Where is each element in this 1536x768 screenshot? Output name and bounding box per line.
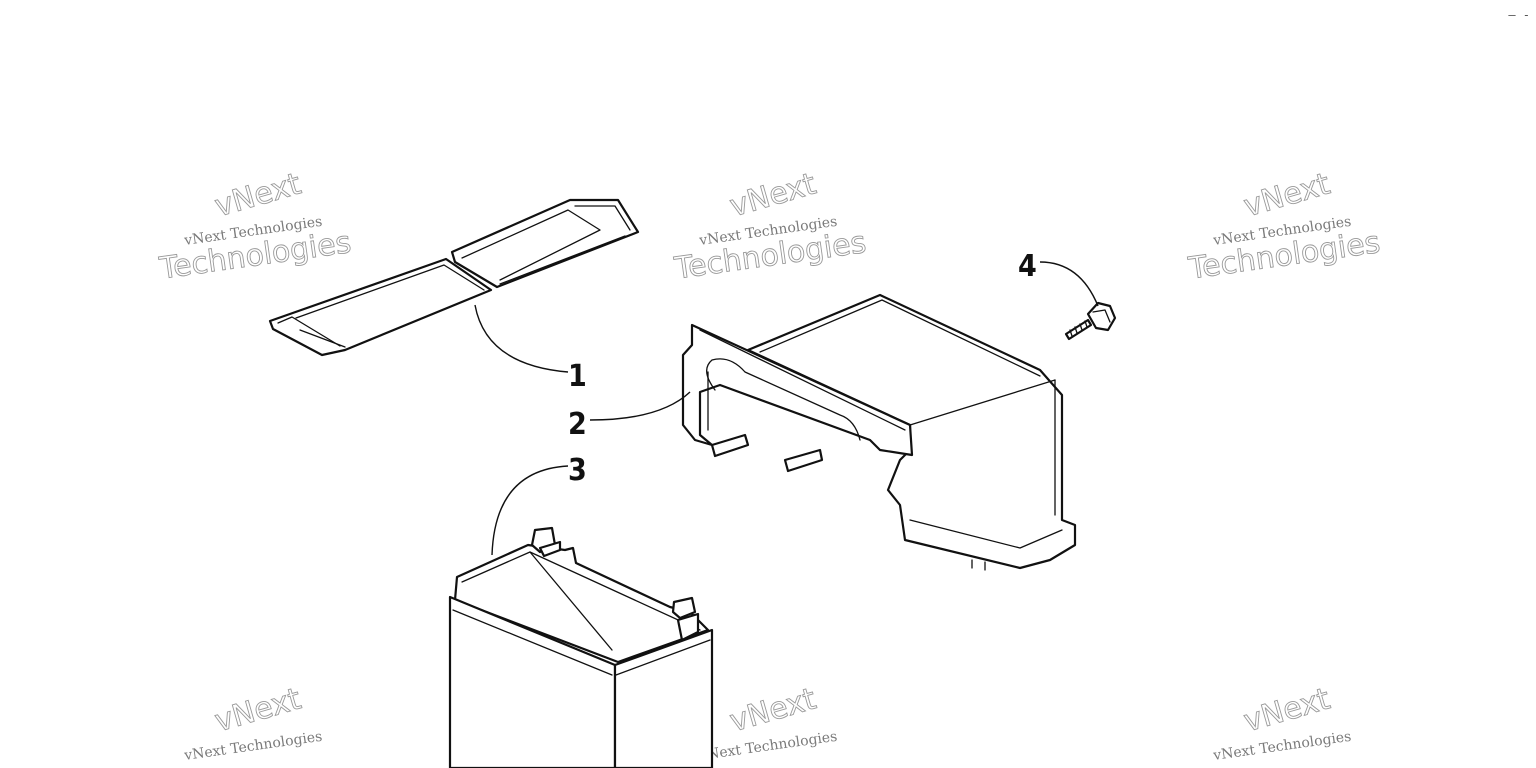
watermark-bottom-left: vNext Technologies vNext bbox=[182, 681, 323, 764]
svg-text:vNext Technologies: vNext Technologies bbox=[1211, 729, 1352, 764]
part-1-battery-pads bbox=[268, 198, 640, 357]
svg-text:vNext: vNext bbox=[211, 166, 305, 224]
leader-line-4 bbox=[1039, 261, 1099, 307]
callout-1: 1 bbox=[568, 359, 587, 394]
corner-mark: – - bbox=[1508, 8, 1530, 22]
watermark-top-left: vNext Technologies vNext Technologies bbox=[156, 166, 354, 287]
part-4-bolt bbox=[1064, 301, 1117, 341]
svg-text:vNext: vNext bbox=[726, 681, 820, 739]
svg-text:vNext: vNext bbox=[1240, 166, 1334, 224]
watermark-top-center: vNext Technologies vNext Technologies bbox=[671, 166, 869, 287]
part-3-battery bbox=[448, 526, 714, 768]
svg-text:vNext: vNext bbox=[1240, 681, 1334, 739]
svg-text:vNext Technologies: vNext Technologies bbox=[697, 729, 838, 764]
leader-line-2 bbox=[589, 391, 691, 421]
svg-text:vNext Technologies: vNext Technologies bbox=[182, 729, 323, 764]
leader-line-1 bbox=[474, 304, 569, 373]
watermark-bottom-right: vNext Technologies vNext bbox=[1211, 681, 1352, 764]
svg-text:vNext: vNext bbox=[211, 681, 305, 739]
callout-3: 3 bbox=[568, 453, 587, 488]
watermark-top-right: vNext Technologies vNext Technologies bbox=[1185, 166, 1383, 287]
svg-text:vNext: vNext bbox=[726, 166, 820, 224]
callout-2: 2 bbox=[568, 407, 587, 442]
callout-4: 4 bbox=[1018, 249, 1037, 284]
part-2-battery-cover bbox=[681, 293, 1077, 571]
leader-line-3 bbox=[491, 465, 569, 556]
